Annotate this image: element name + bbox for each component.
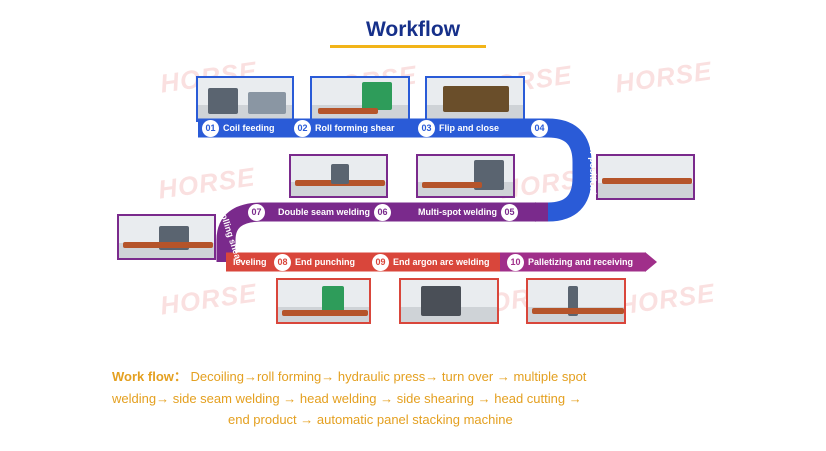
step-number: 05 [501,203,518,221]
step-02: 02 Roll forming shear [294,118,395,138]
blue-arrow-band [198,118,592,222]
photo-double-seam [289,154,388,198]
photo-multi-spot [416,154,515,198]
red-arrow-head [645,252,657,272]
step-label: Flip and close [439,123,500,133]
step-number: 04 [531,119,548,137]
note-key: Work flow： [112,369,187,384]
row-2-steps: Multi-spot welding 05 Double seam weldin… [0,202,826,222]
photo-argon-welding [399,278,499,324]
step-04: 04 [531,118,552,138]
note-line-1-text: Decoiling→roll forming→ hydraulic press→… [190,369,587,384]
step-number: 07 [248,203,265,221]
step-07: 07 [248,202,269,222]
step-number: 09 [372,253,389,271]
step-label: Double seam welding [278,207,371,217]
photo-rolling-shear [117,214,216,260]
step-04-label: Per positioning [587,140,598,206]
workflow-note: Work flow： Decoiling→roll forming→ hydra… [112,366,712,431]
step-label: End argon arc welding [393,257,490,267]
photo-flip-close [425,76,525,122]
note-line-3: end product → automatic panel stacking m… [228,412,513,427]
step-06: Double seam welding 06 [278,202,395,222]
step-01: 01 Coil feeding [202,118,275,138]
step-label: Palletizing and receiving [528,257,634,267]
step-label: Multi-spot welding [418,207,497,217]
row-1-steps: 01 Coil feeding 02 Roll forming shear 03… [0,118,826,138]
step-number: 06 [374,203,392,221]
step-label: Roll forming shear [315,123,395,133]
step-label: Coil feeding [223,123,275,133]
step-number: 01 [202,119,219,137]
step-number: 10 [507,253,524,271]
step-03: 03 Flip and close [418,118,499,138]
leveling-step: leveling [233,252,267,272]
photo-end-punching [276,278,371,324]
step-05: Multi-spot welding 05 [418,202,522,222]
leveling-label: leveling [233,257,267,267]
page-title: Workflow [365,18,461,41]
purple-arrow-head [526,202,536,222]
step-09: 09 End argon arc welding [372,252,490,272]
row-3-steps: leveling 08 End punching 09 End argon ar… [0,252,826,272]
note-line-1: Work flow： Decoiling→roll forming→ hydra… [112,366,712,388]
photo-positioning [596,154,695,200]
step-08: 08 End punching [274,252,355,272]
step-number: 08 [274,253,291,271]
note-line-2: welding→ side seam welding → head weldin… [112,390,582,406]
photo-palletizing [526,278,626,324]
photo-coil-feeding [196,76,294,122]
step-number: 03 [418,119,435,137]
step-number: 02 [294,119,311,137]
step-label: End punching [295,257,355,267]
step-10: 10 Palletizing and receiving [507,252,633,272]
title-underline [330,45,486,48]
